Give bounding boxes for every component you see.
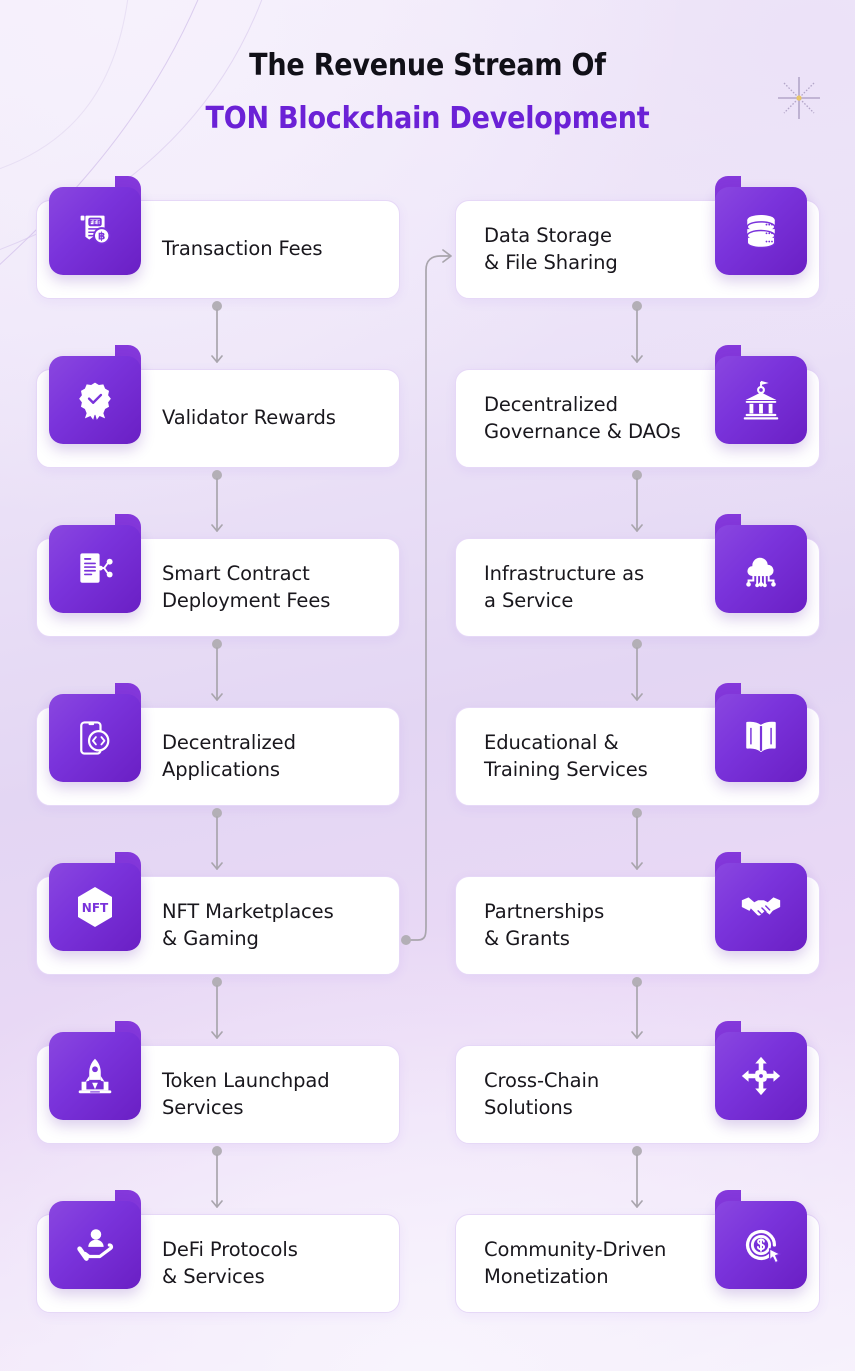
flow-arrow-connector bbox=[206, 807, 228, 877]
cross-column-connector bbox=[401, 249, 452, 945]
nft-hexagon-icon: NFT bbox=[49, 852, 141, 951]
card-label: Infrastructure as a Service bbox=[484, 561, 645, 612]
card-label: Partnerships & Grants bbox=[484, 899, 605, 950]
flow-arrow-connector bbox=[626, 976, 648, 1046]
flow-arrow-connector bbox=[206, 638, 228, 708]
badge-fold-accent bbox=[115, 683, 141, 707]
flow-arrow-connector bbox=[626, 807, 648, 877]
revenue-stream-card[interactable]: Partnerships & Grants bbox=[455, 852, 820, 975]
title-line-primary: The Revenue Stream Of bbox=[249, 48, 606, 83]
handshake-icon bbox=[715, 852, 807, 951]
revenue-stream-card[interactable]: Smart Contract Deployment Fees bbox=[36, 514, 400, 637]
page-title: The Revenue Stream Of TON Blockchain Dev… bbox=[0, 48, 855, 137]
card-label: Community-Driven Monetization bbox=[484, 1237, 667, 1288]
flow-arrow-connector bbox=[626, 300, 648, 370]
revenue-stream-card[interactable]: DeFi Protocols & Services bbox=[36, 1190, 400, 1313]
title-line-secondary: TON Blockchain Development bbox=[205, 101, 650, 137]
fee-receipt-icon: FEE ฿ bbox=[49, 176, 141, 275]
bank-institution-icon bbox=[715, 345, 807, 444]
flow-arrow-connector bbox=[206, 300, 228, 370]
badge-fold-accent bbox=[715, 345, 741, 369]
revenue-stream-card[interactable]: Infrastructure as a Service bbox=[455, 514, 820, 637]
card-label: Smart Contract Deployment Fees bbox=[162, 561, 331, 612]
sparkle-star-icon bbox=[778, 77, 820, 119]
badge-fold-accent bbox=[115, 345, 141, 369]
badge-fold-accent bbox=[115, 1190, 141, 1214]
smart-contract-document-icon bbox=[49, 514, 141, 613]
flow-arrow-connector bbox=[626, 638, 648, 708]
badge-fold-accent bbox=[715, 514, 741, 538]
card-label: Cross-Chain Solutions bbox=[484, 1068, 600, 1119]
badge-fold-accent bbox=[715, 683, 741, 707]
revenue-stream-card[interactable]: Decentralized Applications bbox=[36, 683, 400, 806]
card-label: NFT Marketplaces & Gaming bbox=[162, 899, 334, 950]
flow-arrow-connector bbox=[206, 469, 228, 539]
revenue-stream-card[interactable]: Validator Rewards bbox=[36, 345, 400, 468]
revenue-stream-card[interactable]: Cross-Chain Solutions bbox=[455, 1021, 820, 1144]
flow-arrow-connector bbox=[626, 1145, 648, 1215]
badge-fold-accent bbox=[715, 176, 741, 200]
revenue-stream-card[interactable]: Community-Driven Monetization bbox=[455, 1190, 820, 1313]
revenue-stream-card[interactable]: Data Storage & File Sharing bbox=[455, 176, 820, 299]
revenue-stream-card[interactable]: Educational & Training Services bbox=[455, 683, 820, 806]
badge-fold-accent bbox=[715, 1190, 741, 1214]
mobile-code-app-icon bbox=[49, 683, 141, 782]
cloud-network-icon bbox=[715, 514, 807, 613]
hand-holding-person-icon bbox=[49, 1190, 141, 1289]
open-book-icon bbox=[715, 683, 807, 782]
svg-text:FEE: FEE bbox=[89, 220, 101, 226]
revenue-stream-card[interactable]: FEE ฿ Transaction Fees bbox=[36, 176, 400, 299]
rocket-launch-laptop-icon bbox=[49, 1021, 141, 1120]
svg-text:NFT: NFT bbox=[82, 901, 109, 915]
card-label: Token Launchpad Services bbox=[162, 1068, 330, 1119]
flow-arrow-connector bbox=[206, 976, 228, 1046]
card-label: Validator Rewards bbox=[162, 406, 336, 430]
card-label: Transaction Fees bbox=[162, 237, 323, 261]
flow-arrow-connector bbox=[206, 1145, 228, 1215]
badge-fold-accent bbox=[115, 1021, 141, 1045]
card-label: DeFi Protocols & Services bbox=[162, 1237, 298, 1288]
badge-fold-accent bbox=[715, 1021, 741, 1045]
cross-arrows-icon bbox=[715, 1021, 807, 1120]
dollar-coin-cursor-icon bbox=[715, 1190, 807, 1289]
card-label: Educational & Training Services bbox=[484, 730, 648, 781]
award-badge-check-icon bbox=[49, 345, 141, 444]
card-label: Decentralized Applications bbox=[162, 730, 296, 781]
revenue-stream-card[interactable]: NFT NFT Marketplaces & Gaming bbox=[36, 852, 400, 975]
badge-fold-accent bbox=[115, 176, 141, 200]
revenue-stream-card[interactable]: Token Launchpad Services bbox=[36, 1021, 400, 1144]
database-stack-icon bbox=[715, 176, 807, 275]
card-label: Decentralized Governance & DAOs bbox=[484, 392, 681, 443]
revenue-stream-card[interactable]: Decentralized Governance & DAOs bbox=[455, 345, 820, 468]
card-label: Data Storage & File Sharing bbox=[484, 223, 618, 274]
badge-fold-accent bbox=[115, 514, 141, 538]
badge-fold-accent bbox=[115, 852, 141, 876]
svg-text:฿: ฿ bbox=[98, 231, 105, 243]
badge-fold-accent bbox=[715, 852, 741, 876]
flow-arrow-connector bbox=[626, 469, 648, 539]
